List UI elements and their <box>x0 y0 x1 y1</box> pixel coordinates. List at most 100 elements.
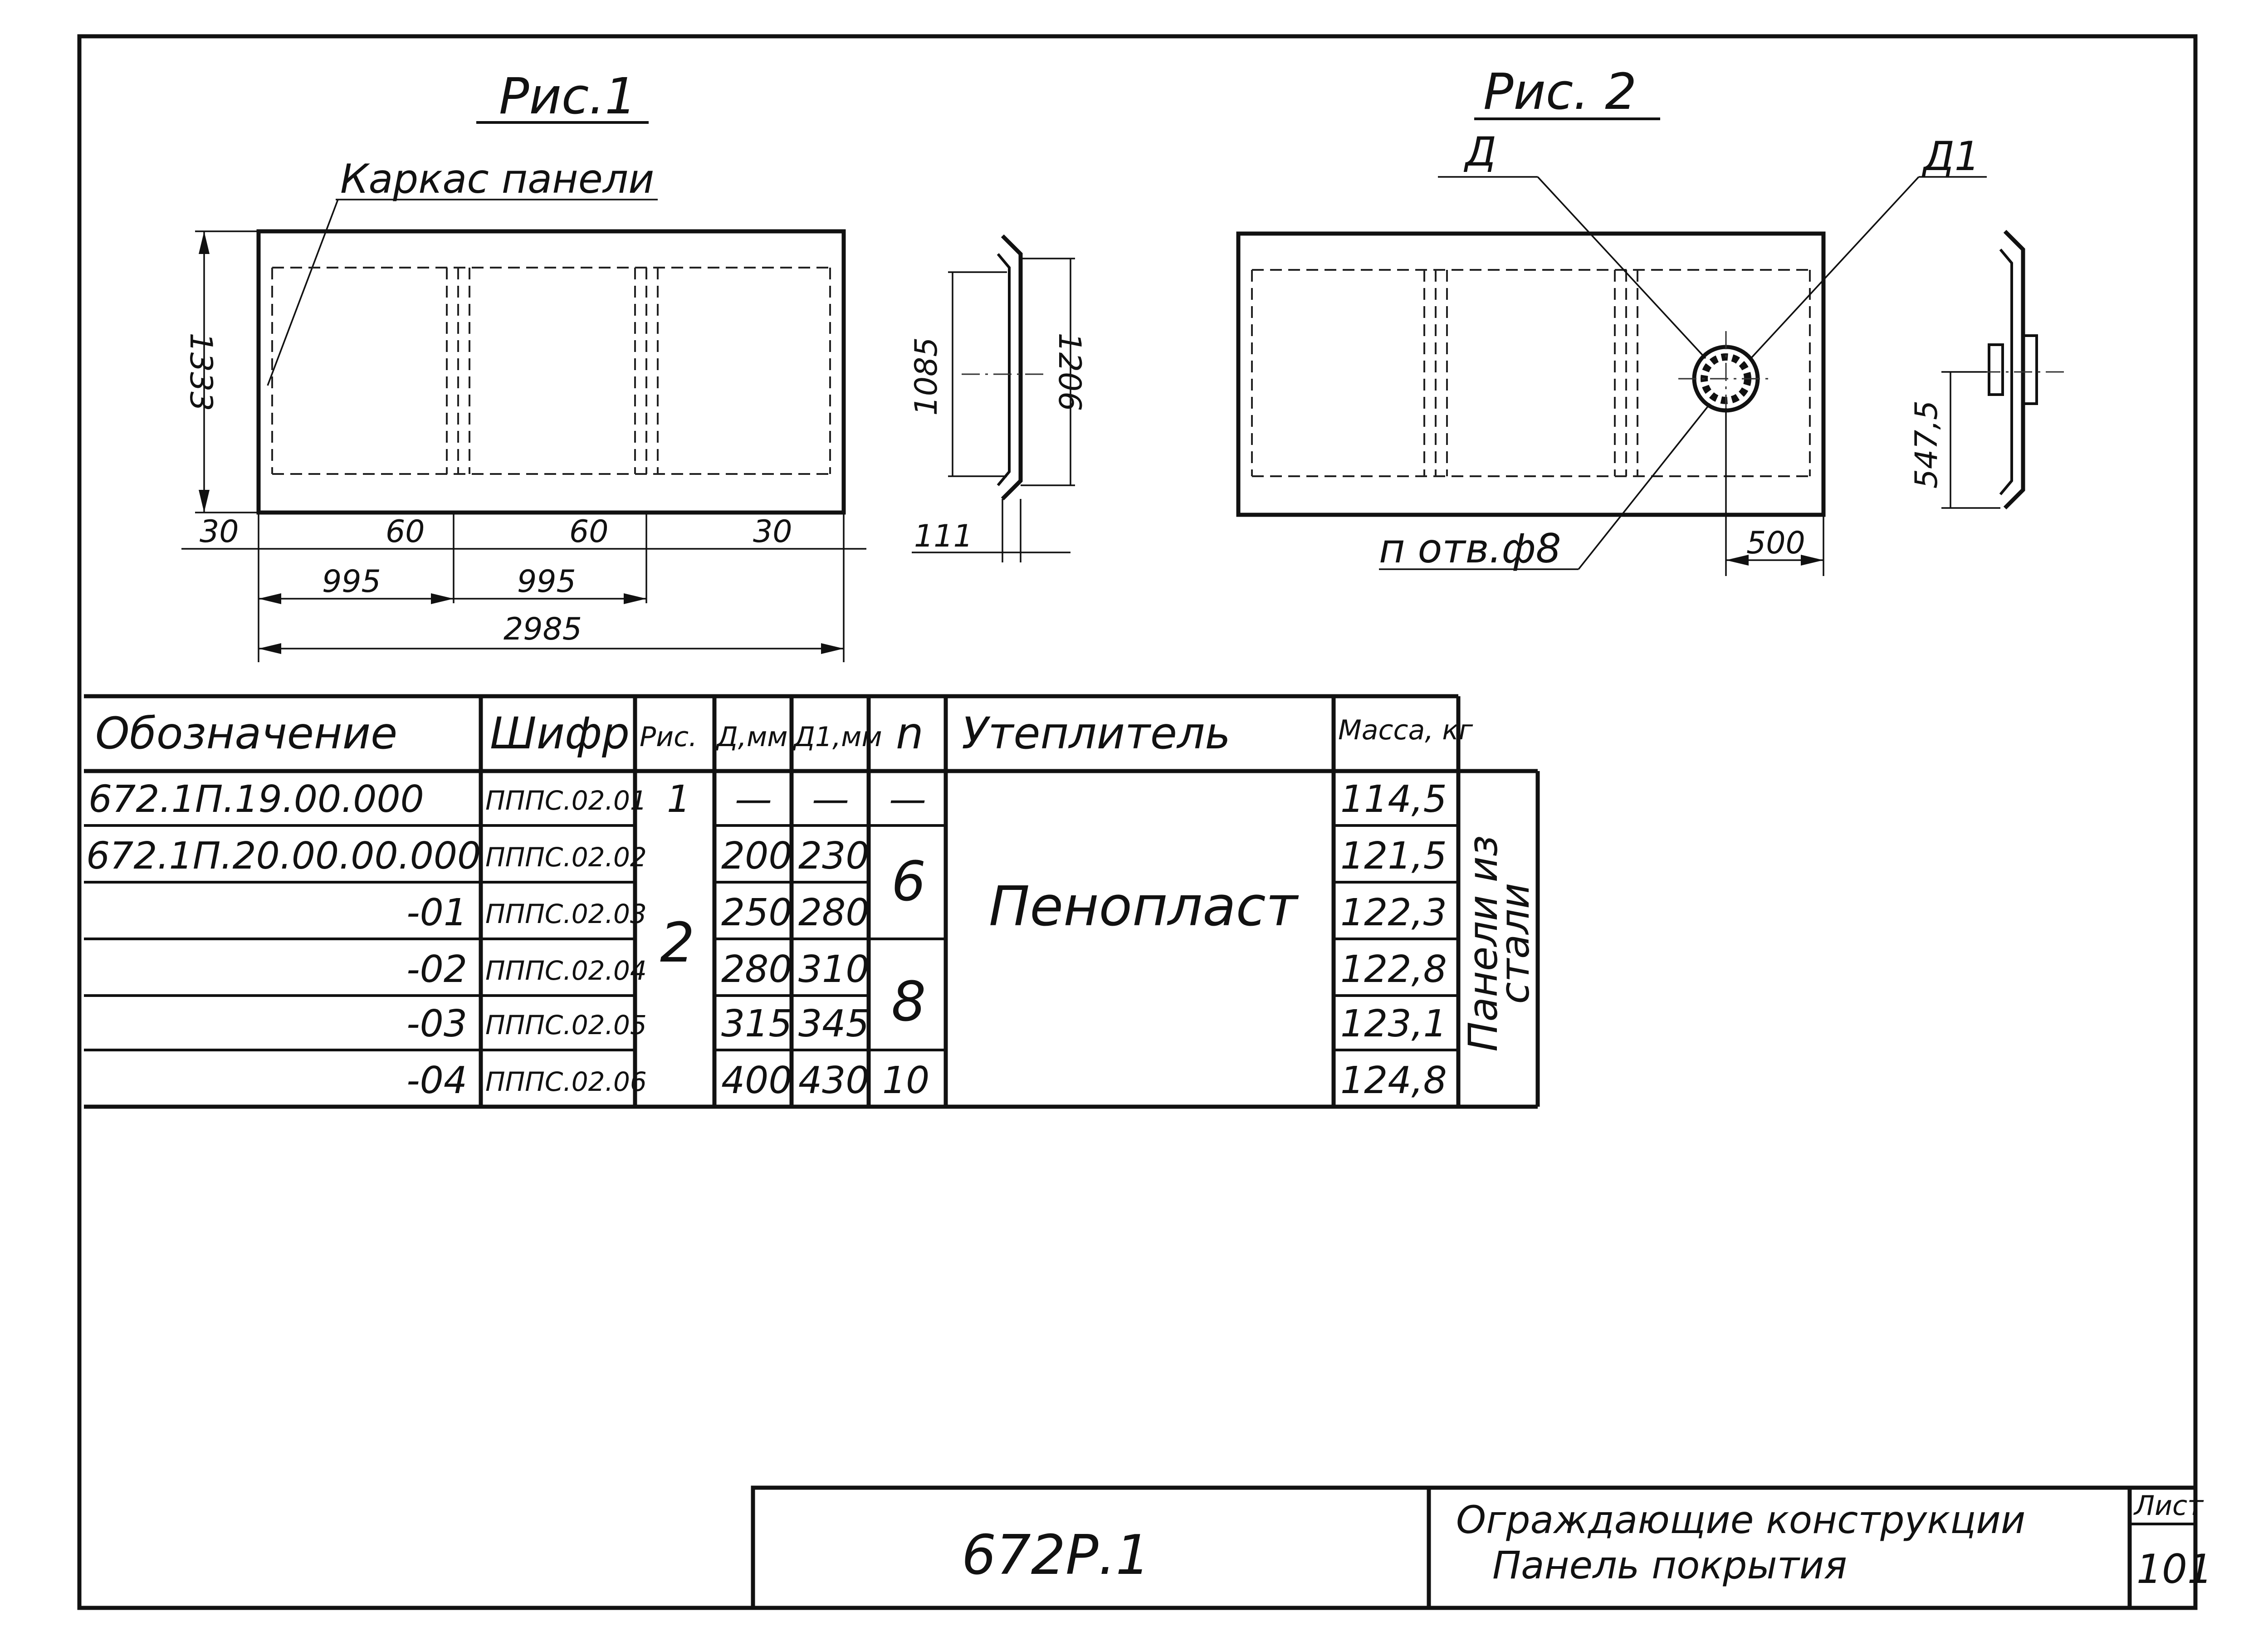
insulation-value: Пенопласт <box>989 875 1299 938</box>
row2-d1: 280 <box>798 891 870 934</box>
fig2-d-leader <box>1537 176 1706 359</box>
fig2-title: Рис. 2 <box>1483 63 1637 121</box>
header-insulation: Утеплитель <box>962 708 1231 759</box>
spec-table: Обозначение Шифр Рис. Д,мм Д1,мм n Утепл… <box>84 694 1540 1109</box>
row5-n: 10 <box>882 1059 929 1102</box>
row3-designation: -02 <box>406 948 467 991</box>
fig1-total-arrow-right <box>821 643 844 654</box>
header-code: Шифр <box>490 708 630 759</box>
row3-mass: 122,8 <box>1340 948 1447 991</box>
fig2-side-profile <box>2003 230 2025 510</box>
row1-d: 200 <box>721 835 792 878</box>
fig1-callout: Каркас панели <box>340 156 654 202</box>
fig1-995-arrow-c <box>624 593 646 604</box>
row0-designation: 672.1П.19.00.000 <box>88 778 424 821</box>
side-note-2: стали <box>1491 883 1538 1004</box>
fig2-side-flange-right <box>2022 334 2038 405</box>
table-row: 672.1П.19.00.000 ПППС.02.01 1 — — — 114,… <box>88 778 1447 821</box>
row5-mass: 124,8 <box>1340 1059 1447 1102</box>
row3-code: ПППС.02.04 <box>485 955 647 986</box>
row0-n: — <box>889 778 926 821</box>
fig2-side-flange-left <box>1988 343 2004 396</box>
table-row: -02 ПППС.02.04 280 310 122,8 <box>406 948 1447 991</box>
side-note-1: Панели из <box>1460 835 1506 1051</box>
table-row: 672.1П.20.00.00.000 ПППС.02.02 200 230 1… <box>86 835 1447 878</box>
fig1-height-arrow-bottom <box>199 490 210 513</box>
row3-d: 280 <box>721 948 792 991</box>
fig1-995-arrow-b <box>431 593 454 604</box>
fig1-995-arrow-a <box>259 593 281 604</box>
title-block-frame <box>751 1485 2198 1610</box>
stamp-code: 672Р.1 <box>962 1524 1150 1587</box>
row5-designation: -04 <box>406 1059 467 1102</box>
row1-code: ПППС.02.02 <box>485 842 647 873</box>
merged-fig: 2 <box>660 912 694 975</box>
fig2-500-arrow-b <box>1801 555 1823 566</box>
fig1-side-dim-d2: 1206 <box>1051 332 1087 411</box>
row4-designation: -03 <box>406 1002 467 1045</box>
fig1-total-arrow-left <box>259 643 281 654</box>
fig1-side-dim-d3: 111 <box>914 518 973 554</box>
stamp-sheet-label: Лист <box>2133 1490 2204 1522</box>
fig1-dim-995-b: 995 <box>517 564 576 600</box>
fig2-label-d: Д <box>1463 128 1496 175</box>
row2-code: ПППС.02.03 <box>485 899 647 929</box>
table-row: -01 ПППС.02.03 250 280 122,3 <box>406 891 1447 934</box>
stamp-title-2: Панель покрытия <box>1492 1543 1847 1587</box>
header-d: Д,мм <box>715 721 787 753</box>
header-designation: Обозначение <box>95 708 397 759</box>
fig1-dim-total: 2985 <box>503 611 582 647</box>
fig2-dim-offset: 500 <box>1746 525 1805 561</box>
stamp-sheet-number: 101 <box>2136 1546 2213 1592</box>
row4-d1: 345 <box>798 1002 870 1045</box>
row0-d1: — <box>812 778 849 821</box>
row0-fig: 1 <box>667 778 690 821</box>
header-fig: Рис. <box>640 721 697 753</box>
row2-d: 250 <box>721 891 792 934</box>
fig1-panel-outline <box>256 229 846 515</box>
header-d1: Д1,мм <box>792 721 882 753</box>
fig1-side-dim-d1: 1085 <box>909 337 944 415</box>
row3-d1: 310 <box>798 948 870 991</box>
row4-code: ПППС.02.05 <box>485 1010 647 1040</box>
fig1-dim-60-b: 60 <box>569 514 609 550</box>
merged-n-1: 6 <box>891 850 926 913</box>
fig1-dim-30-right: 30 <box>753 514 792 550</box>
fig1-dim-995-a: 995 <box>322 564 381 600</box>
fig1-dim-60-a: 60 <box>386 514 425 550</box>
row1-mass: 121,5 <box>1340 835 1447 878</box>
fig1-title: Рис.1 <box>499 67 636 125</box>
fig1-callout-leader <box>267 199 339 386</box>
row2-designation: -01 <box>406 891 467 934</box>
fig2-side-profile-inner <box>1999 249 2013 495</box>
table-row: -03 ПППС.02.05 315 345 123,1 <box>406 1002 1447 1045</box>
row4-d: 315 <box>721 1002 792 1045</box>
fig1-side-profile-inner <box>997 253 1011 486</box>
row0-code: ПППС.02.01 <box>485 785 647 816</box>
fig2-d1-leader <box>1750 176 1920 359</box>
fig2-label-d1: Д1 <box>1921 133 1980 180</box>
fig1-height-arrow-top <box>199 231 210 254</box>
row5-d1: 430 <box>798 1059 870 1102</box>
row5-code: ПППС.02.06 <box>485 1066 647 1097</box>
fig1-side-profile <box>1001 234 1023 501</box>
title-block: 672Р.1 Ограждающие конструкции Панель по… <box>751 1485 2213 1610</box>
fig2-500-arrow-a <box>1726 555 1749 566</box>
row2-mass: 122,3 <box>1340 891 1447 934</box>
fig2-side-dim: 547,5 <box>1909 400 1945 489</box>
header-mass: Масса, кг <box>1338 714 1473 746</box>
row4-mass: 123,1 <box>1340 1002 1447 1045</box>
fig1-height-dim: 1333 <box>183 332 219 411</box>
header-n: n <box>896 708 924 759</box>
row5-d: 400 <box>721 1059 792 1102</box>
fig2-panel-outline <box>1236 231 1826 517</box>
row1-designation: 672.1П.20.00.00.000 <box>86 835 481 878</box>
row1-d1: 230 <box>798 835 870 878</box>
fig1-dim-30-left: 30 <box>200 514 239 550</box>
merged-n-2: 8 <box>891 971 926 1034</box>
table-row: -04 ПППС.02.06 400 430 10 124,8 <box>406 1059 1447 1102</box>
fig2-hole-leader <box>1578 403 1711 570</box>
sheet-frame <box>77 34 2198 1610</box>
